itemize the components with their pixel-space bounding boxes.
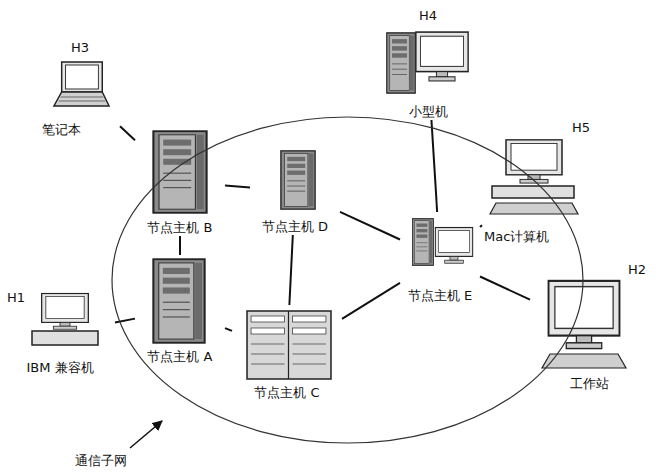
workstation-keyboard (542, 354, 626, 368)
workstation-monitor (549, 281, 620, 349)
host-node: 节点主机 C (232, 305, 342, 401)
network-link (115, 319, 135, 323)
network-link (225, 328, 232, 331)
node-label: 节点主机 E (406, 288, 474, 304)
host-node: H2 工作站 (530, 262, 648, 392)
network-link (480, 225, 482, 227)
host-node: H4 小型机 (378, 8, 478, 120)
node-label: Mac计算机 (482, 229, 551, 245)
host-node: H3 笔记本 (40, 40, 120, 138)
minicomputer-monitor (416, 32, 468, 81)
network-link (340, 212, 400, 240)
host-node: H5Mac计算机 (482, 120, 592, 245)
pc-monitor (42, 294, 89, 330)
laptop-icon (54, 62, 109, 106)
host-id: H2 (626, 262, 648, 278)
subnet-label: 通信子网 (75, 453, 127, 469)
server-icon (413, 219, 434, 266)
host-node: 节点主机 A (135, 255, 225, 365)
host-node: 节点主机 E (400, 212, 480, 304)
subnet-ellipse: 通信子网节点主机 B节点主机 D节点主机 E节点主机 A节点主机 C (110, 115, 585, 445)
node-label: 节点主机 A (145, 349, 214, 365)
node-label: 笔记本 (40, 122, 83, 138)
pc-base (32, 331, 98, 345)
node-label: IBM 兼容机 (24, 360, 95, 376)
network-link (431, 120, 437, 212)
mac-keyboard (490, 203, 578, 214)
server-icon (281, 151, 315, 209)
host-node: H1IBM 兼容机 (5, 290, 115, 376)
host-id: H4 (417, 8, 439, 24)
network-link (225, 186, 250, 188)
network-link (289, 235, 292, 305)
network-link (120, 126, 135, 140)
server-icon (153, 259, 204, 343)
node-label: 节点主机 B (145, 220, 214, 236)
host-id: H5 (570, 120, 592, 136)
network-link (342, 283, 400, 319)
minicomputer-tower (387, 33, 416, 93)
server-icon (153, 131, 206, 213)
network-link (179, 236, 181, 255)
node-label: 节点主机 C (252, 385, 321, 401)
ellipse-outline (110, 115, 585, 445)
host-node: 节点主机 B (135, 128, 225, 236)
mac-base (492, 186, 574, 198)
mac-monitor (506, 140, 562, 183)
leader-arrow (130, 421, 162, 448)
host-id: H1 (5, 290, 27, 306)
network-link (480, 277, 530, 300)
node-label: 节点主机 D (260, 219, 330, 235)
node-label: 小型机 (407, 104, 450, 120)
node-label: 工作站 (568, 376, 611, 392)
server-rack-icon (247, 311, 331, 379)
host-node: 节点主机 D (250, 147, 340, 235)
monitor-icon (435, 228, 472, 264)
host-id: H3 (69, 40, 91, 56)
ellipse-shape (112, 117, 583, 443)
